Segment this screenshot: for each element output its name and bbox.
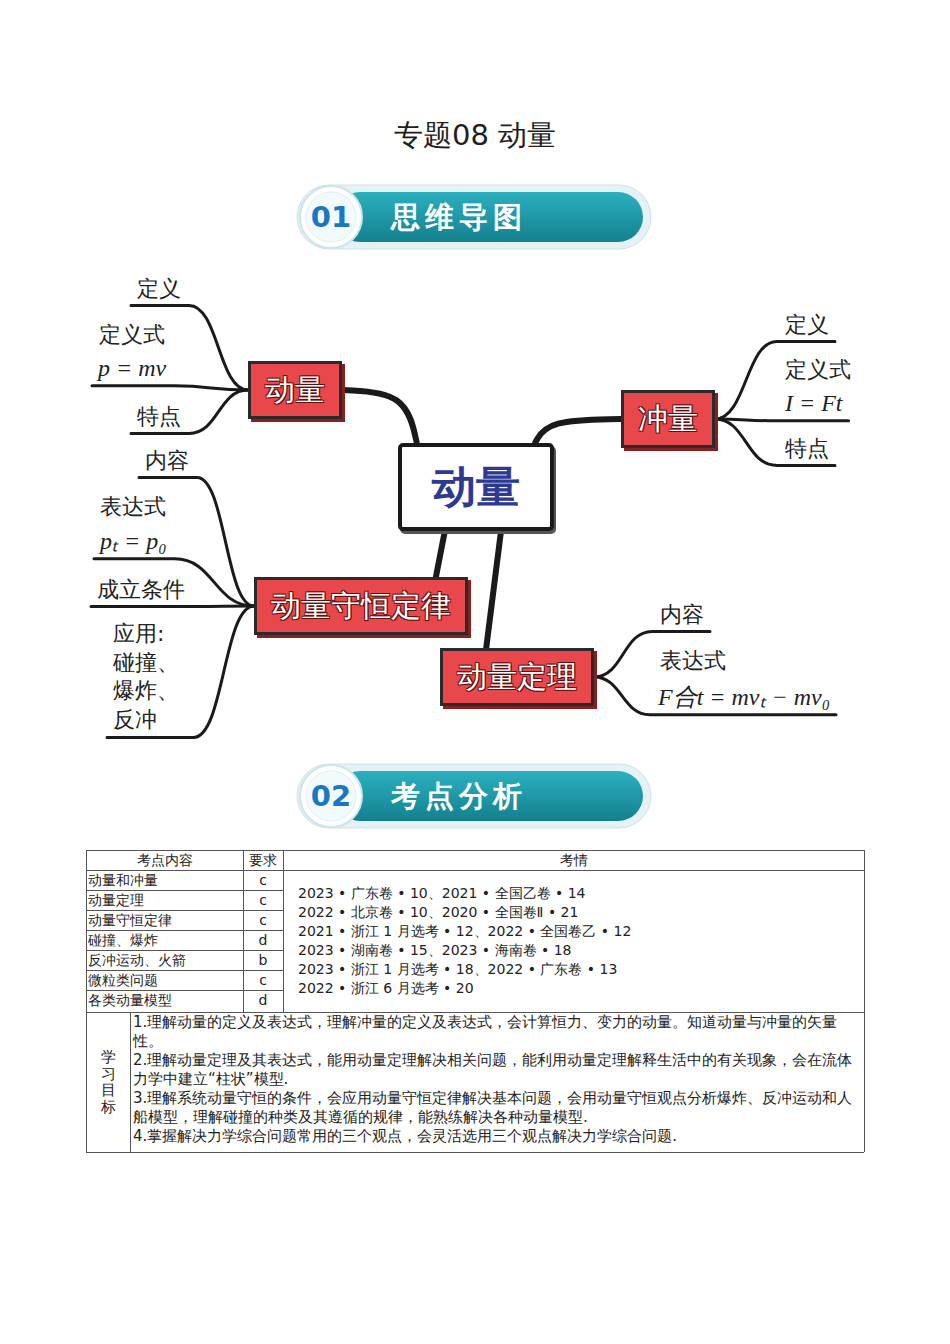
table-cell: 微粒类问题 <box>88 971 158 989</box>
table-cell: 动量和冲量 <box>88 871 158 889</box>
exam-record: 2022 • 浙江 6 月选考 • 20 <box>298 979 474 997</box>
exam-record: 2023 • 湖南卷 • 15、2023 • 海南卷 • 18 <box>298 941 572 959</box>
leaf-text: 特点 <box>785 436 829 462</box>
section-heading: 思维导图 <box>391 183 527 251</box>
objective-text: 3.理解系统动量守恒的条件，会应用动量守恒定律解决基本问题，会用动量守恒观点分析… <box>133 1089 861 1127</box>
table-rule <box>86 930 283 931</box>
formula-text: F合t = mvₜ − mv₀ <box>658 683 830 712</box>
objective-text: 4.掌握解决力学综合问题常用的三个观点，会灵活选用三个观点解决力学综合问题. <box>133 1127 861 1146</box>
table-cell: c <box>243 971 283 989</box>
mindmap-connector <box>486 531 501 648</box>
branch-topic: 动量定理 <box>440 648 594 706</box>
branch-line <box>131 390 248 433</box>
topic-text: 冲量 <box>638 401 698 437</box>
branch-line <box>107 606 254 737</box>
mindmap-connector <box>535 419 621 443</box>
branch-group <box>91 305 849 737</box>
leaf-text: 特点 <box>137 404 181 430</box>
row-heading: 学习目标 <box>101 1049 116 1115</box>
formula-text: p = mv <box>98 354 166 383</box>
formula-text: I = Ft <box>785 389 843 418</box>
table-rule <box>243 850 244 1012</box>
objective-text: 2.理解动量定理及其表达式，能用动量定理解决相关问题，能利用动量定理解释生活中的… <box>133 1051 861 1089</box>
table-rule <box>86 1152 864 1153</box>
branch-topic: 冲量 <box>621 390 715 448</box>
table-cell: b <box>243 951 283 969</box>
branch-line <box>94 559 254 606</box>
topic-text: 动量 <box>432 461 520 514</box>
topic-text: 动量守恒定律 <box>271 588 451 624</box>
branch-topic: 动量 <box>248 361 342 419</box>
branch-line <box>594 677 836 715</box>
table-cell: 反冲运动、火箭 <box>88 951 186 969</box>
formula-text: pₜ = p₀ <box>100 527 167 556</box>
table-rule <box>86 850 864 851</box>
leaf-text: 定义 <box>137 276 181 302</box>
table-rule <box>86 1012 864 1013</box>
branch-line <box>715 419 835 465</box>
table-rule <box>130 1012 131 1152</box>
topic-text: 动量定理 <box>457 659 577 695</box>
section-number: 02 <box>301 762 361 830</box>
page-title: 专题08 动量 <box>0 116 950 156</box>
table-cell: c <box>243 911 283 929</box>
table-cell: 动量守恒定律 <box>88 911 172 929</box>
table-rule <box>86 970 283 971</box>
branch-topic: 动量守恒定律 <box>254 577 468 635</box>
table-rule <box>86 910 283 911</box>
table-cell: c <box>243 891 283 909</box>
table-rule <box>86 950 283 951</box>
section-heading: 考点分析 <box>391 762 527 830</box>
section-number: 01 <box>301 183 361 251</box>
leaf-text: 成立条件 <box>97 577 185 603</box>
leaf-text: 表达式 <box>660 648 726 674</box>
table-rule <box>86 990 283 991</box>
leaf-text: 表达式 <box>100 494 166 520</box>
table-rule <box>283 850 284 1012</box>
branch-line <box>92 386 248 390</box>
table-rule <box>86 850 87 1152</box>
table-grid <box>86 850 864 1152</box>
section-banner: 01 思维导图 <box>295 183 653 251</box>
table-rule <box>86 870 864 871</box>
leaf-text: 定义 <box>785 312 829 338</box>
table-rule <box>86 890 283 891</box>
table-cell: 碰撞、爆炸 <box>88 931 158 949</box>
table-cell: c <box>243 871 283 889</box>
section-banner: 02 考点分析 <box>295 762 653 830</box>
exam-record: 2023 • 浙江 1 月选考 • 18、2022 • 广东卷 • 13 <box>298 960 617 978</box>
table-header: 要求 <box>243 851 283 869</box>
leaf-text: 内容 <box>660 602 704 628</box>
table-header: 考情 <box>283 851 864 869</box>
leaf-text: 定义式 <box>785 357 851 383</box>
exam-record: 2021 • 浙江 1 月选考 • 12、2022 • 全国卷乙 • 12 <box>298 922 631 940</box>
central-topic: 动量 <box>398 443 554 532</box>
objective-text: 1.理解动量的定义及表达式，理解冲量的定义及表达式，会计算恒力、变力的动量。知道… <box>133 1013 861 1051</box>
table-cell: d <box>243 991 283 1009</box>
leaf-text: 应用: 碰撞、 爆炸、 反冲 <box>113 620 186 734</box>
leaf-text: 定义式 <box>99 322 165 348</box>
leaf-text: 内容 <box>145 448 189 474</box>
mindmap-connector <box>436 531 445 577</box>
table-header: 考点内容 <box>86 851 243 869</box>
table-cell: 各类动量模型 <box>88 991 172 1009</box>
mindmap-connector <box>342 390 417 443</box>
table-rule <box>864 850 865 1152</box>
exam-record: 2022 • 北京卷 • 10、2020 • 全国卷Ⅱ • 21 <box>298 903 578 921</box>
table-cell: 动量定理 <box>88 891 144 909</box>
branch-line <box>715 419 849 421</box>
topic-text: 动量 <box>265 372 325 408</box>
exam-record: 2023 • 广东卷 • 10、2021 • 全国乙卷 • 14 <box>298 884 586 902</box>
branch-line <box>91 605 254 608</box>
table-cell: d <box>243 931 283 949</box>
